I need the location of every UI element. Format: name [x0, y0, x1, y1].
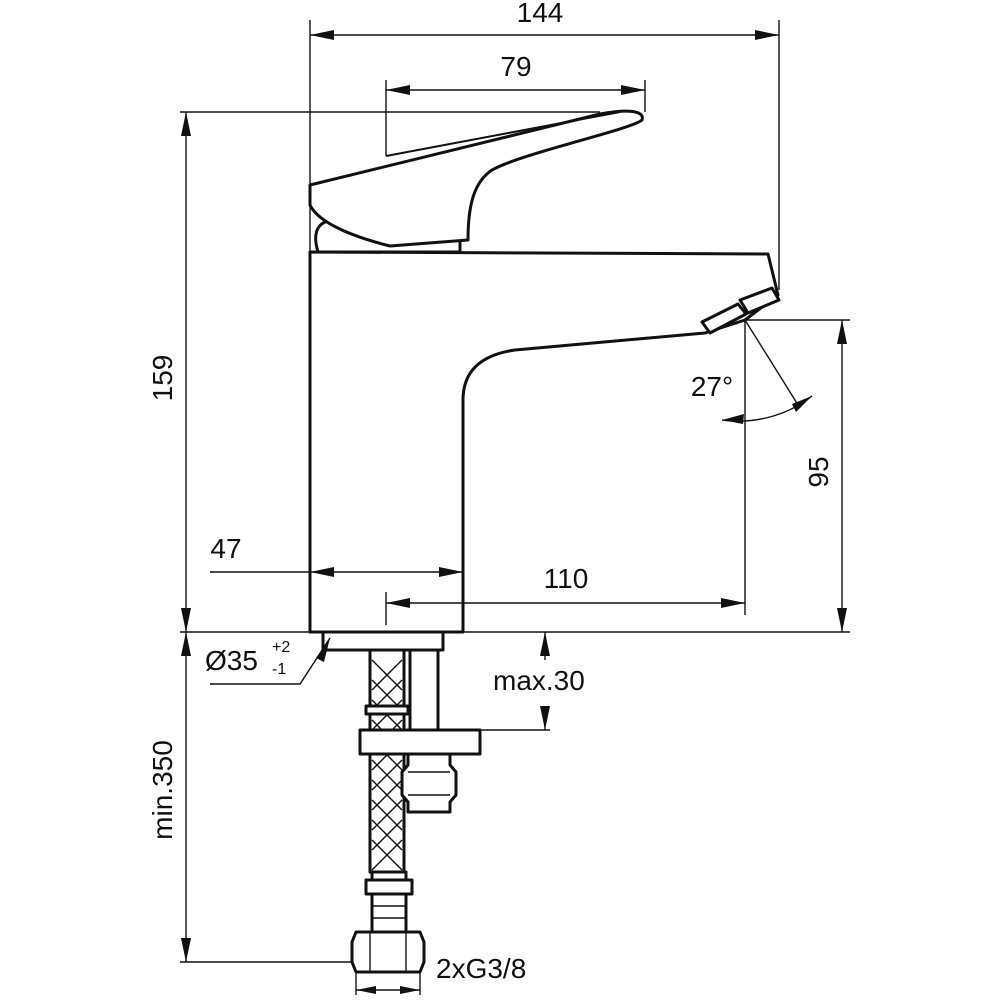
aerator-ring — [738, 286, 781, 315]
dim-max-deck-thickness: max.30 — [493, 665, 585, 696]
lever-handle-edge — [385, 111, 621, 157]
aerator — [700, 302, 748, 335]
extension-lines — [180, 20, 850, 963]
dim-spout-height: 95 — [803, 456, 834, 487]
dim-connections: 2xG3/8 — [436, 953, 526, 984]
faucet-body — [308, 109, 781, 634]
hose-connector — [364, 878, 414, 896]
threaded-rod — [408, 648, 440, 732]
union-nut — [350, 930, 426, 974]
hex-nut — [400, 752, 458, 814]
dim-total-height: 159 — [147, 355, 178, 402]
dim-spout-reach: 110 — [544, 563, 589, 594]
fixing-bracket — [358, 728, 482, 756]
dim-total-width: 144 — [517, 0, 564, 28]
dim-handle-width: 79 — [500, 51, 531, 82]
dim-base-tol-plus: +2 — [272, 639, 290, 656]
base-plate — [321, 630, 445, 652]
lever-handle — [308, 109, 644, 248]
faucet-spout — [308, 250, 780, 634]
dim-base-diameter: Ø35 — [205, 645, 258, 676]
dim-spout-angle: 27° — [691, 371, 733, 402]
dimension-lines — [181, 30, 847, 995]
dim-body-width: 47 — [210, 533, 241, 564]
dim-base-tol-minus: -1 — [272, 661, 286, 678]
dimension-labels: 144 79 159 95 47 110 27° Ø35 +2 -1 max.3… — [147, 0, 834, 984]
dim-hose-length: min.350 — [147, 740, 178, 840]
hose-band — [364, 704, 410, 716]
installation-parts — [321, 630, 482, 974]
